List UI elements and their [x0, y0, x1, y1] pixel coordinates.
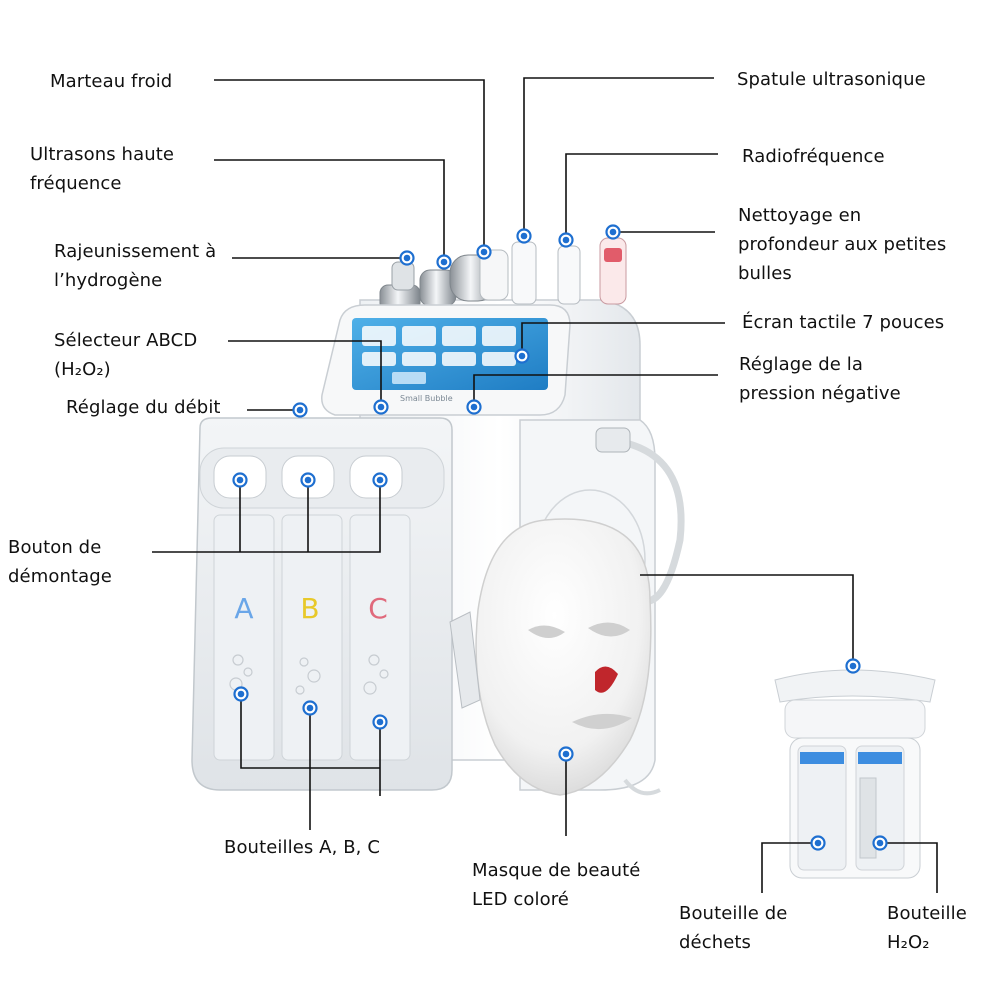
- label-rajeunissement: Rajeunissement à l’hydrogène: [54, 241, 217, 291]
- label-radiofrequence: Radiofréquence: [742, 146, 885, 167]
- label-bouteilles: Bouteilles A, B, C: [224, 837, 380, 858]
- callout-dot: [232, 472, 248, 488]
- callout-dot: [372, 714, 388, 730]
- callout-dot: [558, 746, 574, 762]
- label-masque: Masque de beauté LED coloré: [472, 860, 641, 910]
- leader-lines: [152, 77, 938, 893]
- label-reglage-debit: Réglage du débit: [66, 397, 221, 418]
- label-selecteur: Sélecteur ABCD (H₂O₂): [54, 330, 198, 380]
- callout-dot: [233, 686, 249, 702]
- label-pression: Réglage de la pression négative: [739, 354, 901, 404]
- label-marteau-froid: Marteau froid: [50, 71, 173, 92]
- label-ecran: Écran tactile 7 pouces: [742, 312, 945, 333]
- callout-dots: [232, 224, 888, 851]
- callout-dot: [399, 250, 415, 266]
- bottle-letter-a: A: [234, 592, 253, 625]
- callout-dot: [372, 472, 388, 488]
- screen-brand: Small Bubble: [400, 394, 453, 403]
- callout-dot: [436, 254, 452, 270]
- label-spatule: Spatule ultrasonique: [737, 69, 926, 90]
- label-ultrasons: Ultrasons haute fréquence: [30, 144, 175, 194]
- callout-dot: [514, 348, 530, 364]
- callout-dot: [373, 399, 389, 415]
- handpieces: [379, 237, 627, 312]
- callout-dot: [516, 228, 532, 244]
- callout-dot: [845, 658, 861, 674]
- bottle-letter-c: C: [368, 592, 388, 625]
- label-nettoyage: Nettoyage en profondeur aux petites bull…: [738, 205, 947, 284]
- callout-dot: [872, 835, 888, 851]
- callout-dot: [292, 402, 308, 418]
- bottle-letter-b: B: [300, 592, 319, 625]
- callout-dot: [476, 244, 492, 260]
- callout-dot: [302, 700, 318, 716]
- callout-dot: [605, 224, 621, 240]
- label-dechets: Bouteille de déchets: [679, 903, 788, 953]
- main-device: Small Bubble A B C: [191, 237, 685, 791]
- led-mask: [449, 518, 661, 796]
- callout-dot: [810, 835, 826, 851]
- bottle-unit: [774, 669, 936, 879]
- callout-dot: [558, 232, 574, 248]
- callout-dot: [300, 472, 316, 488]
- label-bouton-demontage: Bouton de démontage: [8, 537, 112, 587]
- callout-dot: [466, 399, 482, 415]
- label-h2o2: Bouteille H₂O₂: [887, 903, 967, 953]
